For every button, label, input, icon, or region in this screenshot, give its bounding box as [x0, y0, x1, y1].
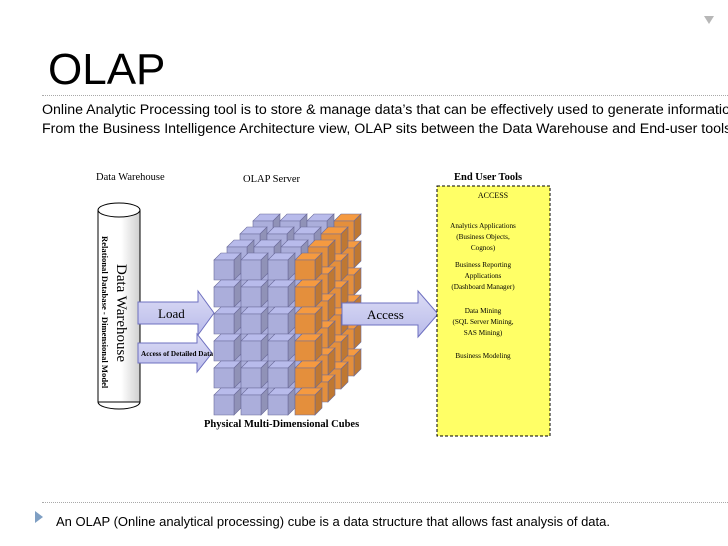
cube-cell [240, 279, 269, 308]
cube-cell [267, 279, 296, 308]
intro-line-1: Online Analytic Processing tool is to st… [42, 102, 728, 118]
cylinder-title: Data Warehouse [113, 264, 129, 362]
footer-divider [42, 502, 728, 503]
cube-cell [267, 360, 296, 389]
tool-analytics-line-1: Analytics Applications [450, 222, 516, 230]
cube-cell [294, 333, 323, 362]
title-divider [42, 95, 728, 96]
intro-text: Online Analytic Processing tool is to st… [42, 101, 728, 139]
access-arrow: Access [341, 289, 439, 339]
cube-cell [267, 306, 296, 335]
cube-cell [294, 387, 323, 416]
tool-analytics-line-2: (Business Objects, [456, 233, 510, 241]
tool-reporting-line-1: Business Reporting [455, 261, 512, 269]
cube-cell [240, 333, 269, 362]
multi-dimensional-cube [213, 213, 362, 416]
load-label: Load [158, 306, 185, 321]
tool-reporting-line-2: Applications [465, 272, 502, 280]
cube-cell [213, 360, 242, 389]
corner-triangle-icon [704, 16, 714, 24]
cylinder-subtitle: Relational Database - Dimensional Model [100, 236, 110, 389]
cube-cell [213, 279, 242, 308]
tool-modeling: Business Modeling [455, 352, 511, 360]
tool-mining-line-2: (SQL Server Mining, [452, 318, 513, 326]
tool-reporting-line-3: (Dashboard Manager) [451, 283, 515, 291]
cube-cell [267, 333, 296, 362]
cube-cell [240, 252, 269, 281]
cube-cell [240, 360, 269, 389]
cube-cell [294, 252, 323, 281]
cube-cell [240, 387, 269, 416]
data-warehouse-cylinder: Data Warehouse Relational Database - Dim… [97, 202, 141, 410]
tool-analytics-line-3: Cognos) [471, 244, 496, 252]
intro-line-2: From the Business Intelligence Architect… [42, 121, 728, 137]
access-label: Access [367, 307, 404, 322]
cube-cell [294, 360, 323, 389]
bullet-text: An OLAP (Online analytical processing) c… [56, 514, 610, 529]
end-user-tools-box: ACCESS Analytics Applications (Business … [436, 185, 551, 437]
cube-cell [267, 252, 296, 281]
tool-access: ACCESS [478, 191, 508, 200]
bullet-arrow-icon [35, 511, 43, 523]
end-user-tools-heading: End User Tools [454, 172, 522, 183]
tool-mining-line-1: Data Mining [465, 307, 502, 315]
cube-cell [294, 306, 323, 335]
detailed-data-arrow: Access of Detailed Data [137, 332, 213, 374]
cube-cell [213, 252, 242, 281]
data-warehouse-heading: Data Warehouse [96, 172, 165, 183]
tool-mining-line-3: SAS Mining) [464, 329, 503, 337]
cube-cell [213, 306, 242, 335]
cube-cell [267, 387, 296, 416]
slide-title: OLAP [48, 45, 166, 94]
cube-caption: Physical Multi-Dimensional Cubes [204, 419, 359, 430]
olap-server-heading: OLAP Server [243, 174, 301, 185]
cube-cell [213, 387, 242, 416]
load-arrow: Load [137, 289, 215, 337]
cube-cell [294, 279, 323, 308]
detailed-data-label: Access of Detailed Data [141, 350, 213, 358]
cube-cell [240, 306, 269, 335]
cube-cell [213, 333, 242, 362]
